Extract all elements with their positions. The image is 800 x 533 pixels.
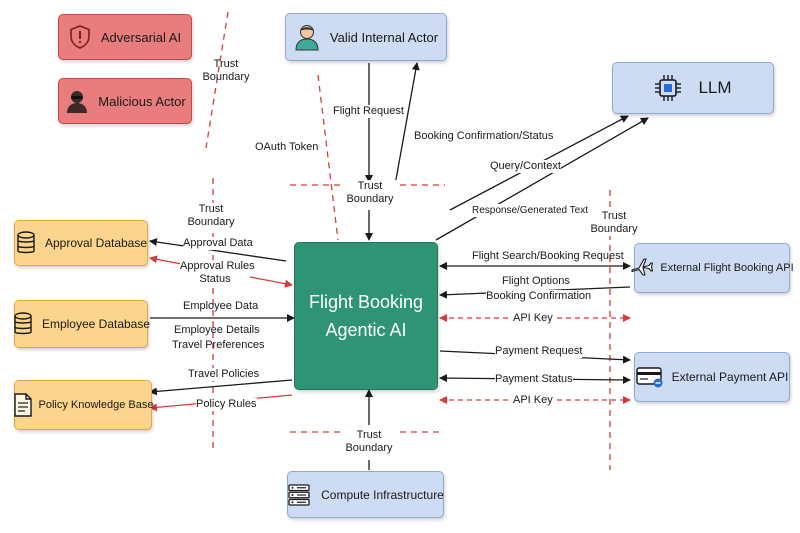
compute-infrastructure-node: Compute Infrastructure (287, 471, 444, 518)
boundary-label-word: Boundary (346, 193, 394, 205)
trust-label-word: Trust (213, 58, 239, 70)
arrow-booking-confirmation (394, 62, 420, 186)
trust-label-word: Trust (357, 180, 383, 192)
boundary-label-word: Boundary (345, 442, 393, 454)
airplane-icon (630, 256, 654, 280)
adversarial-ai-node: Adversarial AI (58, 14, 192, 60)
arrow-response-text (435, 117, 649, 241)
oauth-token-label: OAuth Token (255, 141, 319, 153)
approval-database-label: Approval Database (44, 236, 148, 250)
flight-options-label: Flight Options (502, 275, 570, 288)
status-line: Status (199, 273, 231, 285)
employee-database-label: Employee Database (41, 317, 151, 331)
response-generated-text-label: Response/Generated Text (472, 204, 589, 217)
employee-database-node: Employee Database (12, 300, 151, 348)
policy-rules-label: Policy Rules (196, 398, 257, 411)
trust-boundary-oauth (317, 74, 339, 241)
travel-preferences-label: Travel Preferences (172, 339, 265, 351)
document-icon (13, 393, 33, 417)
payment-request-label: Payment Request (495, 345, 583, 358)
approval-data-label: Approval Data (183, 237, 253, 250)
trust-label-word: Trust (356, 429, 382, 441)
flight-search-booking-request-label: Flight Search/Booking Request (472, 250, 624, 262)
booking-confirmation-label: Booking Confirmation (486, 290, 592, 303)
trust-boundary-topleft-label: Trust Boundary (198, 58, 254, 84)
query-context-label: Query/Context (490, 160, 561, 173)
compute-infrastructure-label: Compute Infrastructure (321, 487, 444, 502)
flight-booking-agentic-ai-node: Flight Booking Agentic AI (294, 242, 438, 390)
external-payment-api-node: External Payment API (634, 352, 790, 402)
database-icon (15, 231, 37, 255)
trust-boundary-right-label: Trust Boundary (586, 210, 642, 236)
boundary-label-word: Boundary (590, 223, 638, 235)
user-icon (294, 23, 320, 51)
hacker-icon (64, 88, 90, 114)
payment-status-label: Payment Status (495, 373, 573, 386)
external-payment-api-label: External Payment API (671, 370, 789, 384)
approval-rules-status-label: Approval Rules Status (180, 260, 255, 286)
database-icon (12, 312, 34, 336)
boundary-label-word: Boundary (187, 216, 235, 228)
arrow-travel-policies (149, 379, 293, 396)
boundary-label-word: Boundary (202, 71, 250, 83)
external-flight-booking-api-node: External Flight Booking API (631, 243, 794, 293)
booking-confirmation-status-label: Booking Confirmation/Status (414, 130, 554, 142)
api-key-flight-label: API Key (510, 312, 556, 325)
approval-rules-line: Approval Rules (180, 260, 255, 272)
llm-label: LLM (698, 78, 732, 97)
external-flight-booking-api-label: External Flight Booking API (660, 262, 794, 274)
travel-policies-label: Travel Policies (188, 368, 260, 381)
chip-icon (654, 74, 682, 102)
trust-boundary-top-label: Trust Boundary (342, 180, 398, 206)
center-title-line2: Agentic AI (325, 320, 407, 340)
valid-internal-actor-label: Valid Internal Actor (329, 29, 439, 45)
flight-request-label: Flight Request (333, 105, 404, 118)
trust-label-word: Trust (601, 210, 627, 222)
malicious-actor-label: Malicious Actor (98, 93, 186, 109)
policy-knowledge-base-node: Policy Knowledge Base (13, 380, 154, 430)
card-icon (635, 365, 664, 389)
policy-knowledge-base-label: Policy Knowledge Base (38, 399, 154, 411)
api-key-payment-label: API Key (510, 394, 556, 407)
shield-icon (69, 25, 91, 49)
trust-boundary-topleft (205, 11, 229, 149)
adversarial-ai-label: Adversarial AI (100, 29, 182, 45)
malicious-actor-node: Malicious Actor (58, 78, 192, 124)
employee-details-label: Employee Details (174, 324, 260, 336)
approval-database-node: Approval Database (14, 220, 148, 266)
llm-node: LLM (612, 62, 774, 114)
trust-label-word: Trust (198, 203, 224, 215)
trust-boundary-left-label: Trust Boundary (183, 203, 239, 229)
trust-boundary-bottom-label: Trust Boundary (341, 429, 397, 455)
server-icon (287, 483, 311, 507)
employee-data-label: Employee Data (183, 300, 259, 312)
valid-internal-actor-node: Valid Internal Actor (285, 13, 447, 61)
center-title-line1: Flight Booking (308, 292, 424, 312)
